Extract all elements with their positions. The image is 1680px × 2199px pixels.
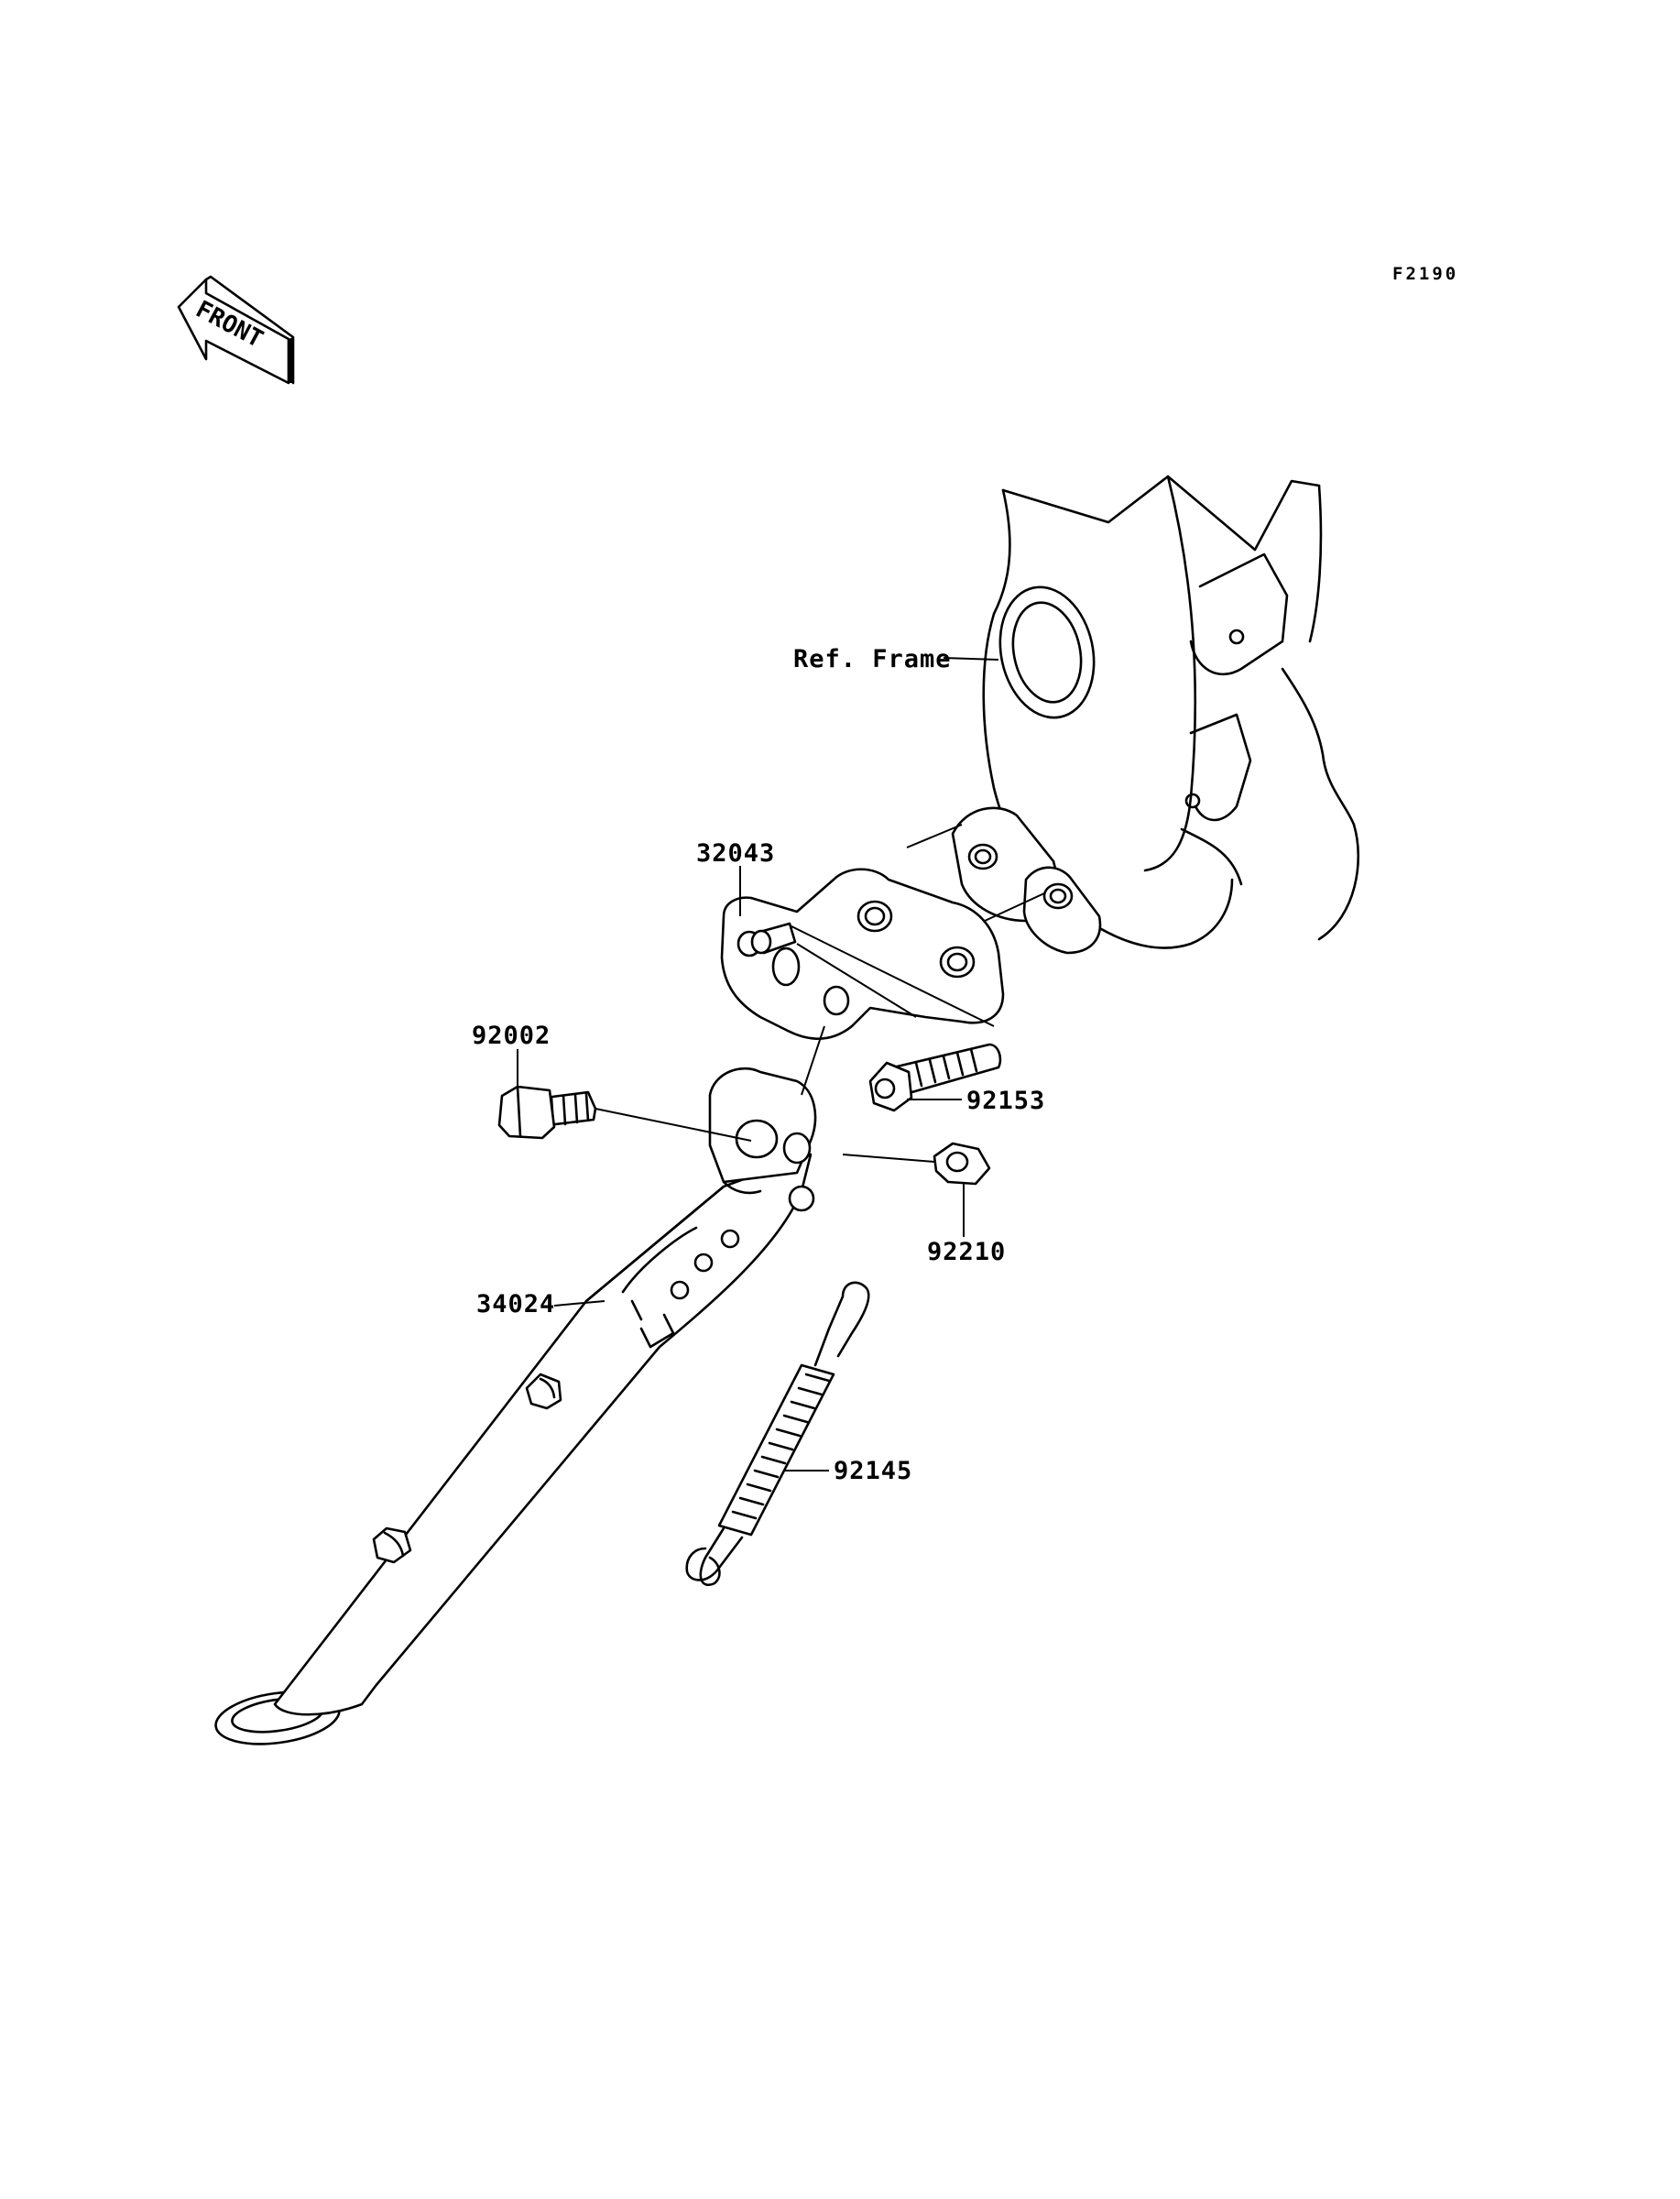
bracket-to-stand-line bbox=[801, 1025, 825, 1096]
diagram-code: F2190 bbox=[1392, 264, 1459, 284]
part-label-ref-frame: Ref. Frame bbox=[793, 645, 952, 673]
flange-bolt-drawing bbox=[868, 1043, 1002, 1112]
frame-drawing bbox=[906, 475, 1359, 955]
spring-drawing bbox=[685, 1281, 870, 1586]
pivot-bolt-axis-line bbox=[595, 1108, 752, 1142]
part-label-92145: 92145 bbox=[834, 1457, 913, 1485]
part-label-34024: 34024 bbox=[476, 1290, 556, 1318]
part-label-32043: 32043 bbox=[696, 839, 776, 868]
side-stand-drawing bbox=[214, 1067, 817, 1745]
bracket-drawing bbox=[720, 868, 1005, 1040]
pivot-bolt-drawing bbox=[497, 1085, 597, 1140]
part-label-92002: 92002 bbox=[472, 1022, 551, 1050]
ref-frame-leader bbox=[943, 657, 999, 661]
nut-axis-line bbox=[842, 1154, 935, 1163]
side-stand-leader bbox=[553, 1300, 605, 1307]
part-label-92153: 92153 bbox=[966, 1087, 1046, 1115]
front-arrow-icon: FRONT bbox=[177, 275, 295, 385]
part-label-92210: 92210 bbox=[927, 1238, 1007, 1266]
nut-drawing bbox=[933, 1142, 991, 1186]
